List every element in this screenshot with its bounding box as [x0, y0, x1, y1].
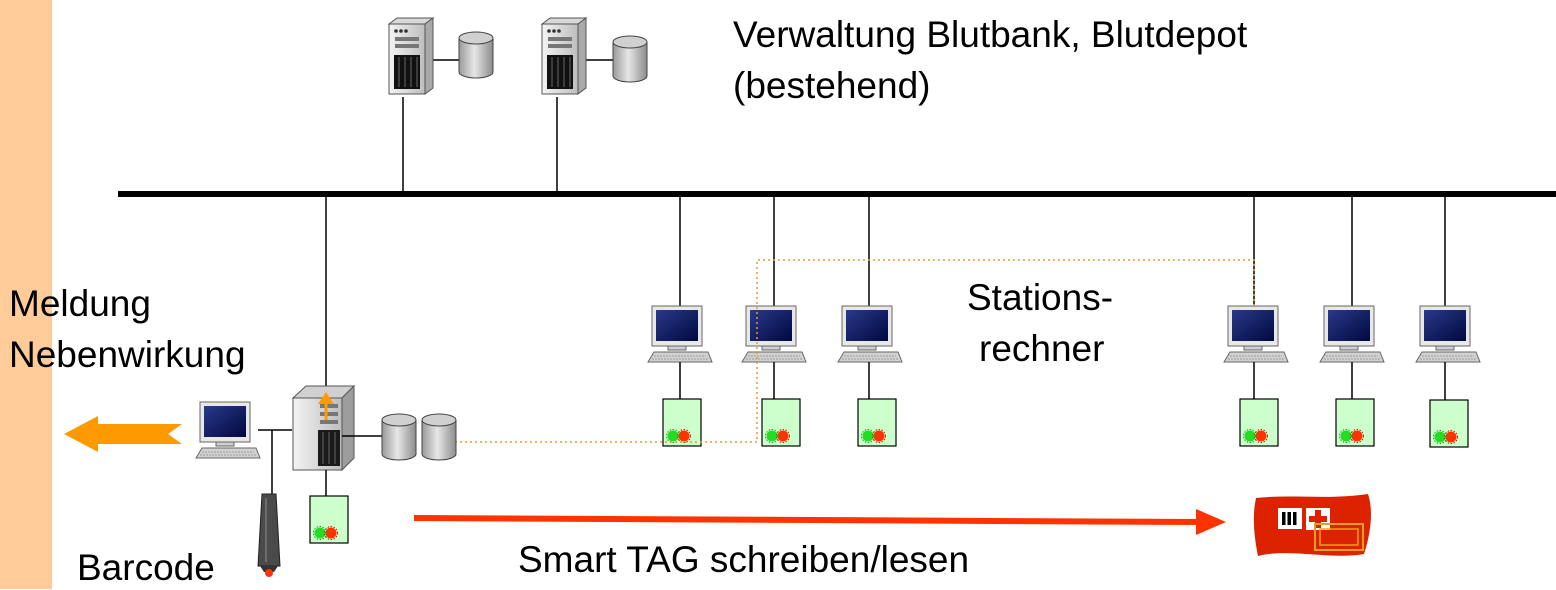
- admin-server-1: [388, 17, 494, 194]
- station-pc-1: [647, 194, 713, 447]
- smart-tag-arrow: [413, 509, 1226, 535]
- central-workstation: [195, 401, 292, 494]
- station-label-line1: Stations-: [967, 277, 1114, 318]
- station-pc-6: [1415, 194, 1481, 448]
- reader-station-6: [1429, 399, 1469, 448]
- barcode-label: Barcode: [77, 547, 215, 588]
- barcode-scanner-icon: [257, 493, 281, 577]
- report-label-line1: Meldung: [9, 283, 151, 324]
- reader-station-5: [1335, 398, 1375, 447]
- report-arrow: [64, 416, 182, 452]
- central-server: [291, 384, 384, 496]
- reader-station-4: [1239, 398, 1279, 447]
- central-reader: [309, 495, 349, 544]
- sidebar-strip: [0, 0, 52, 589]
- report-label-line2: Nebenwirkung: [9, 334, 246, 375]
- admin-label-line2: (bestehend): [733, 65, 931, 106]
- central-database-1: [381, 413, 417, 461]
- reader-station-3: [857, 398, 897, 447]
- admin-server-2: [541, 17, 648, 194]
- station-pc-3: [837, 194, 903, 447]
- station-pc-4: [1223, 194, 1289, 447]
- admin-label-line1: Verwaltung Blutbank, Blutdepot: [733, 14, 1248, 55]
- reader-station-1: [662, 398, 702, 447]
- station-label-line2: rechner: [979, 328, 1105, 369]
- smart-tag-label: Smart TAG schreiben/lesen: [518, 539, 970, 580]
- dotted-data-link: [455, 259, 1255, 443]
- central-database-2: [421, 413, 457, 461]
- station-pc-2: [741, 194, 807, 447]
- station-pc-5: [1319, 194, 1385, 447]
- smart-tag-card-icon: [1253, 494, 1371, 556]
- reader-station-2: [761, 398, 801, 447]
